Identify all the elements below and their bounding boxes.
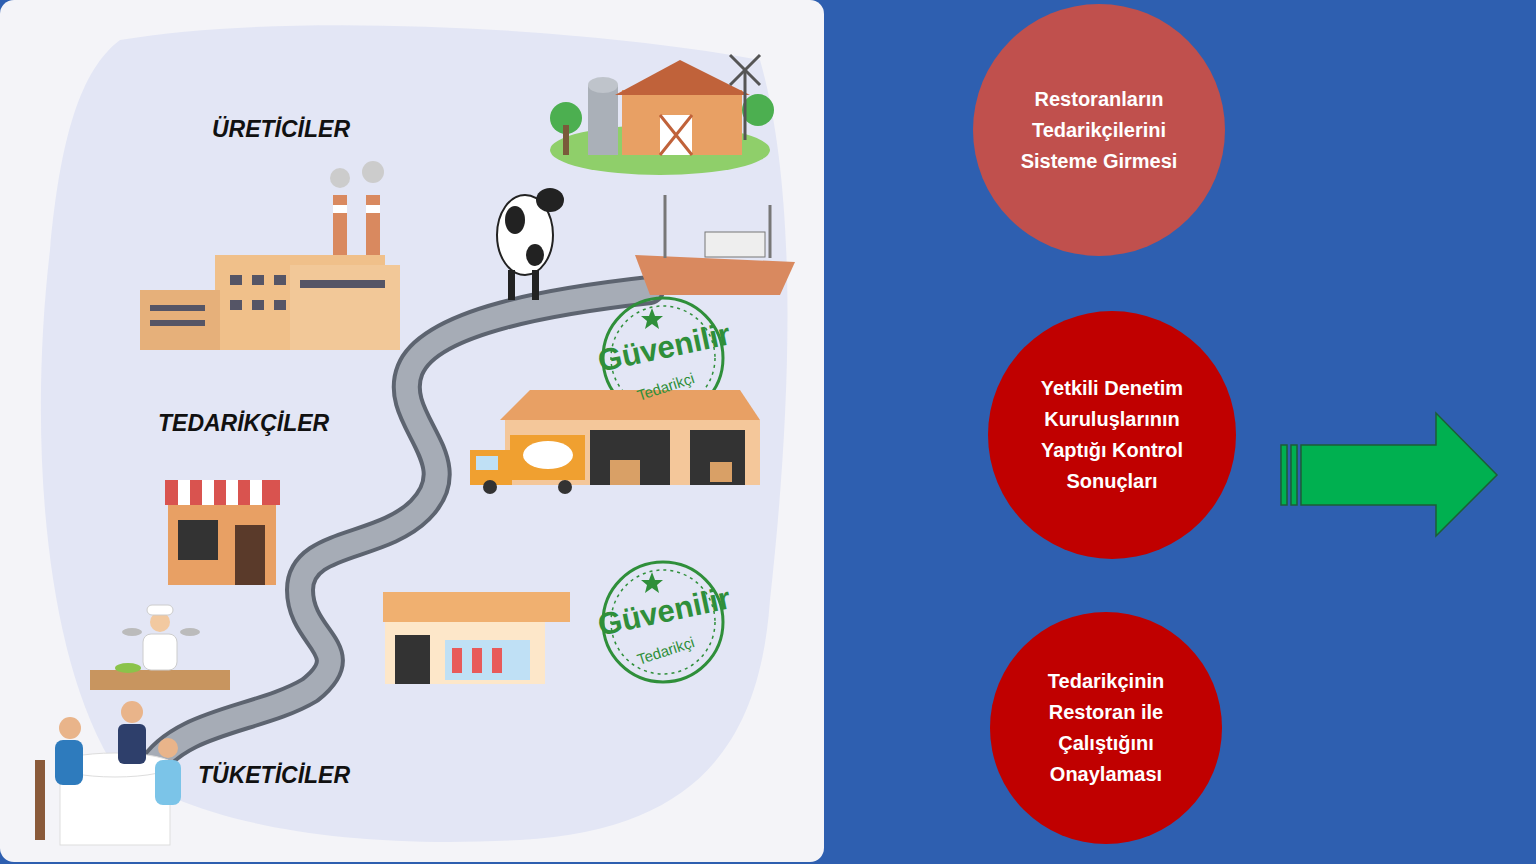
tier-label: ÜRETİCİLER bbox=[212, 116, 350, 143]
blob bbox=[41, 25, 788, 842]
cow bbox=[497, 188, 564, 300]
circle-node: Yetkili Denetim Kuruluşlarının Yaptığı K… bbox=[988, 311, 1236, 559]
chef bbox=[90, 605, 230, 690]
road-surface bbox=[150, 290, 650, 770]
stamp-text: Tedarikçi bbox=[635, 369, 697, 403]
factory bbox=[140, 161, 400, 350]
node-text: Tedarikçinin Restoran ile Çalıştığını On… bbox=[1021, 666, 1191, 790]
store bbox=[383, 592, 570, 684]
shop bbox=[165, 480, 280, 585]
diners bbox=[35, 701, 181, 845]
tier-label: TEDARİKÇİLER bbox=[158, 410, 329, 437]
boat bbox=[635, 195, 795, 295]
stamp-text: Güvenilir bbox=[595, 580, 734, 643]
road bbox=[150, 290, 650, 770]
warehouse bbox=[470, 390, 760, 494]
green-arrow bbox=[1281, 413, 1497, 536]
farm bbox=[550, 55, 774, 175]
tier-label: TÜKETİCİLER bbox=[198, 762, 350, 789]
circle-node: Restoranların Tedarikçilerini Sisteme Gi… bbox=[973, 4, 1225, 256]
stamp-text: Tedarikçi bbox=[635, 633, 697, 667]
circle-node: Tedarikçinin Restoran ile Çalıştığını On… bbox=[990, 612, 1222, 844]
stamp-text: Güvenilir bbox=[595, 316, 734, 379]
node-text: Restoranların Tedarikçilerini Sisteme Gi… bbox=[1004, 84, 1194, 177]
node-text: Yetkili Denetim Kuruluşlarının Yaptığı K… bbox=[1027, 373, 1197, 497]
panel bbox=[0, 0, 824, 862]
